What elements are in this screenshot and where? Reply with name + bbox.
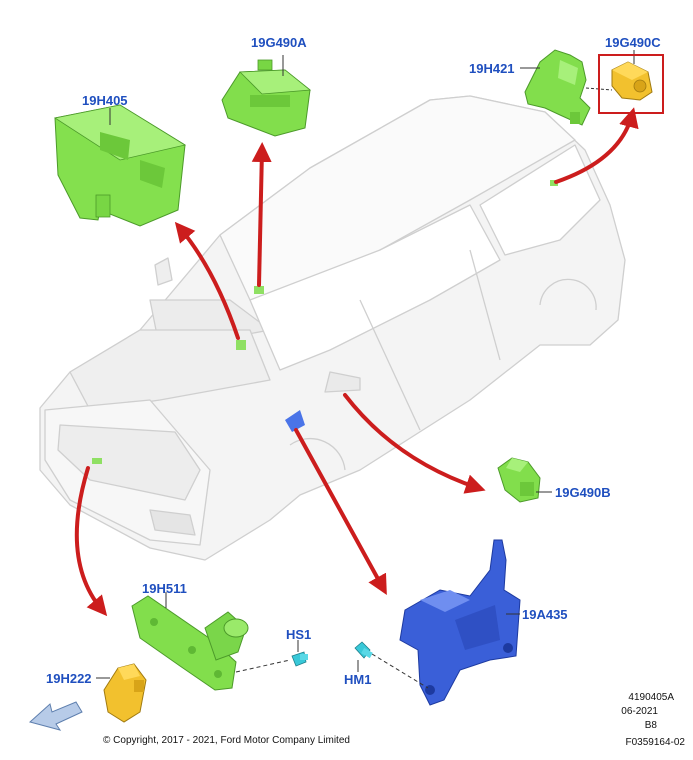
arrow-19h405 xyxy=(174,221,240,340)
marker-19g490c xyxy=(550,180,558,186)
leader-hm1-link xyxy=(371,653,429,689)
marker-19a435 xyxy=(285,410,305,432)
orientation-arrow-icon xyxy=(28,701,83,731)
module-19g490a xyxy=(221,59,312,137)
callout-19g490c: 19G490C xyxy=(605,35,661,50)
marker-19h405 xyxy=(236,340,246,350)
revision-code: B8 xyxy=(644,720,657,731)
marker-19g490a xyxy=(254,286,264,294)
callout-hm1: HM1 xyxy=(344,672,372,687)
leader-19h421-link xyxy=(585,87,613,91)
figure-id: F0359164-02 xyxy=(625,737,686,748)
callout-19h405: 19H405 xyxy=(82,93,128,108)
arrow-19a435 xyxy=(294,428,387,596)
ref-code: 4190405A xyxy=(628,692,674,703)
callout-19g490b: 19G490B xyxy=(555,485,611,500)
callout-19h511: 19H511 xyxy=(142,581,187,596)
module-19h405 xyxy=(53,104,187,227)
module-19h421 xyxy=(524,49,591,126)
callout-arrows xyxy=(74,107,639,617)
fastener-hs1 xyxy=(291,651,308,667)
callout-hs1: HS1 xyxy=(286,627,312,642)
marker-19h511 xyxy=(92,458,102,464)
module-19g490b xyxy=(497,457,541,503)
arrow-19h511 xyxy=(74,466,108,617)
vehicle-body xyxy=(39,95,626,561)
callout-19h222: 19H222 xyxy=(46,671,92,686)
leader-hs1-link xyxy=(235,659,291,673)
copyright-notice: © Copyright, 2017 - 2021, Ford Motor Com… xyxy=(103,735,350,746)
module-19g490c xyxy=(611,61,653,101)
highlight-box-19g490c xyxy=(598,54,664,114)
callout-19g490a: 19G490A xyxy=(251,35,307,50)
date-code: 06-2021 xyxy=(621,706,658,717)
module-19h222 xyxy=(103,663,147,723)
callout-19a435: 19A435 xyxy=(522,607,568,622)
bracket-19a435 xyxy=(399,539,521,706)
arrow-19g490b xyxy=(343,393,486,494)
arrow-19g490c xyxy=(554,107,639,184)
arrow-19g490a xyxy=(251,142,272,287)
module-19h511 xyxy=(131,595,249,691)
fastener-hm1 xyxy=(354,641,373,659)
callout-19h421: 19H421 xyxy=(469,61,515,76)
